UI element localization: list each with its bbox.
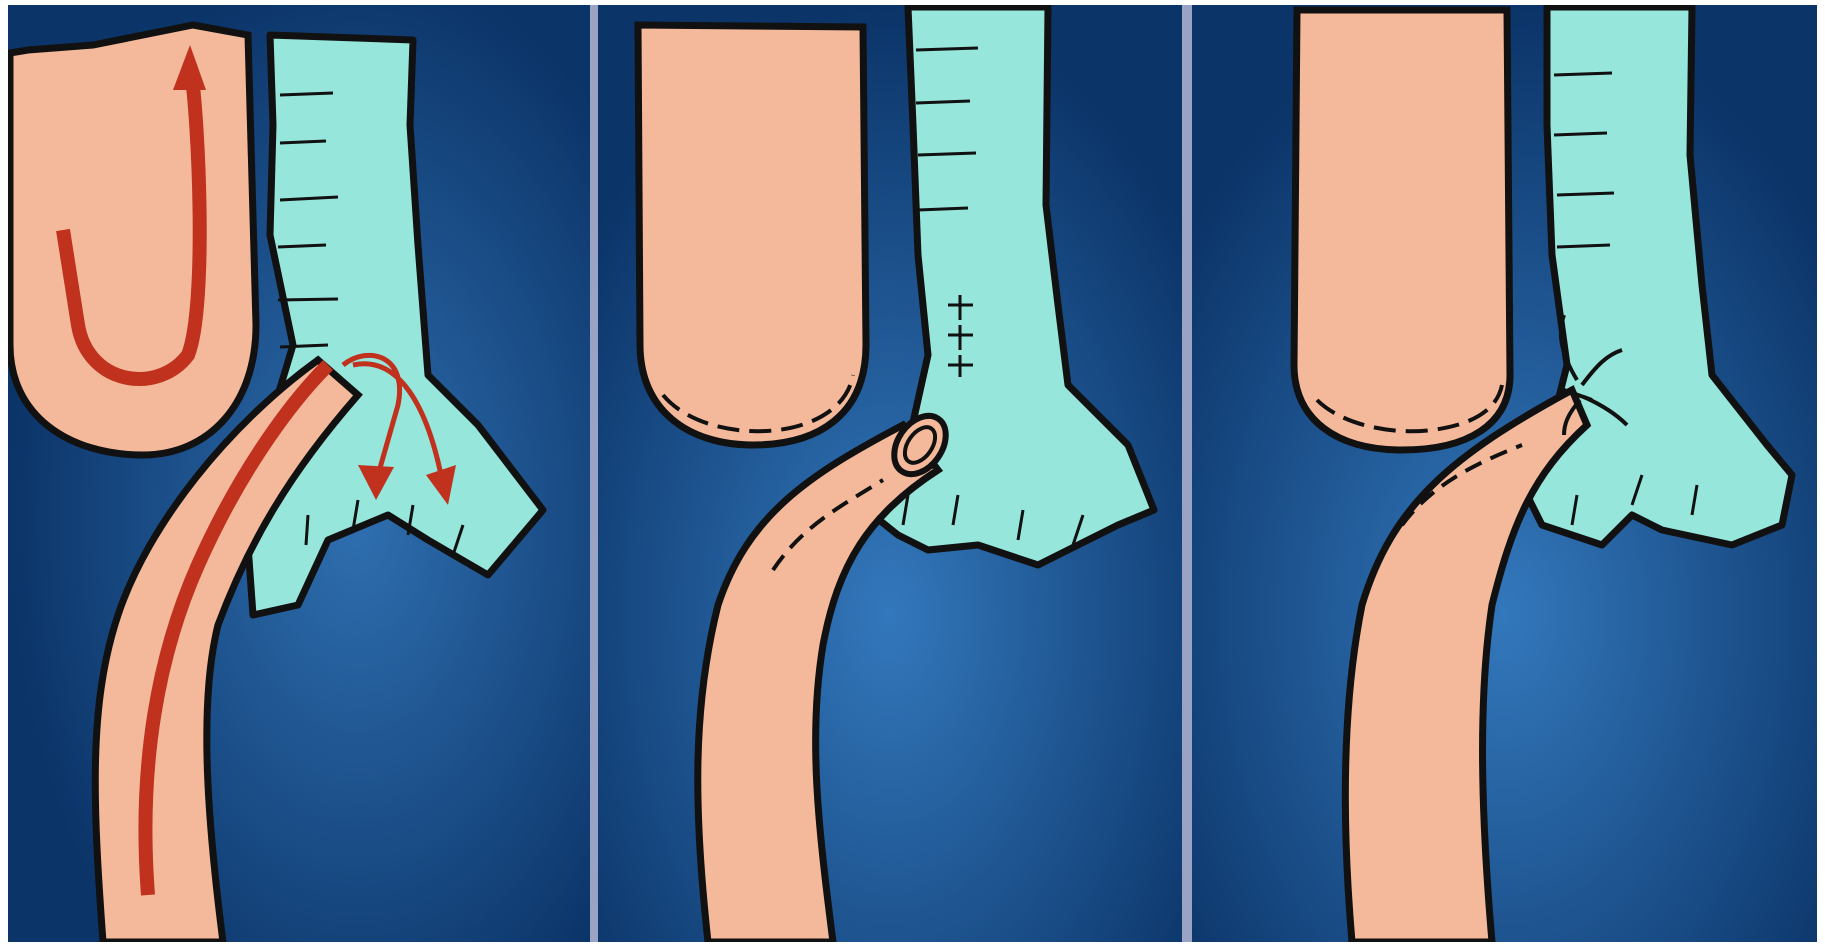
panel-2-fistula-divided [598,5,1182,942]
esophageal-pouch [1294,10,1510,450]
esophageal-pouch [638,25,866,445]
panel-divider-2 [1182,5,1192,942]
panel-3-drawing [1192,5,1817,942]
panel-1-fistula-flow [8,5,590,942]
panel-divider-1 [590,5,598,942]
panel-2-drawing [598,5,1182,942]
esophageal-pouch [10,25,256,455]
panel-1-drawing [8,5,590,942]
panel-3-fistula-ligated [1192,5,1817,942]
